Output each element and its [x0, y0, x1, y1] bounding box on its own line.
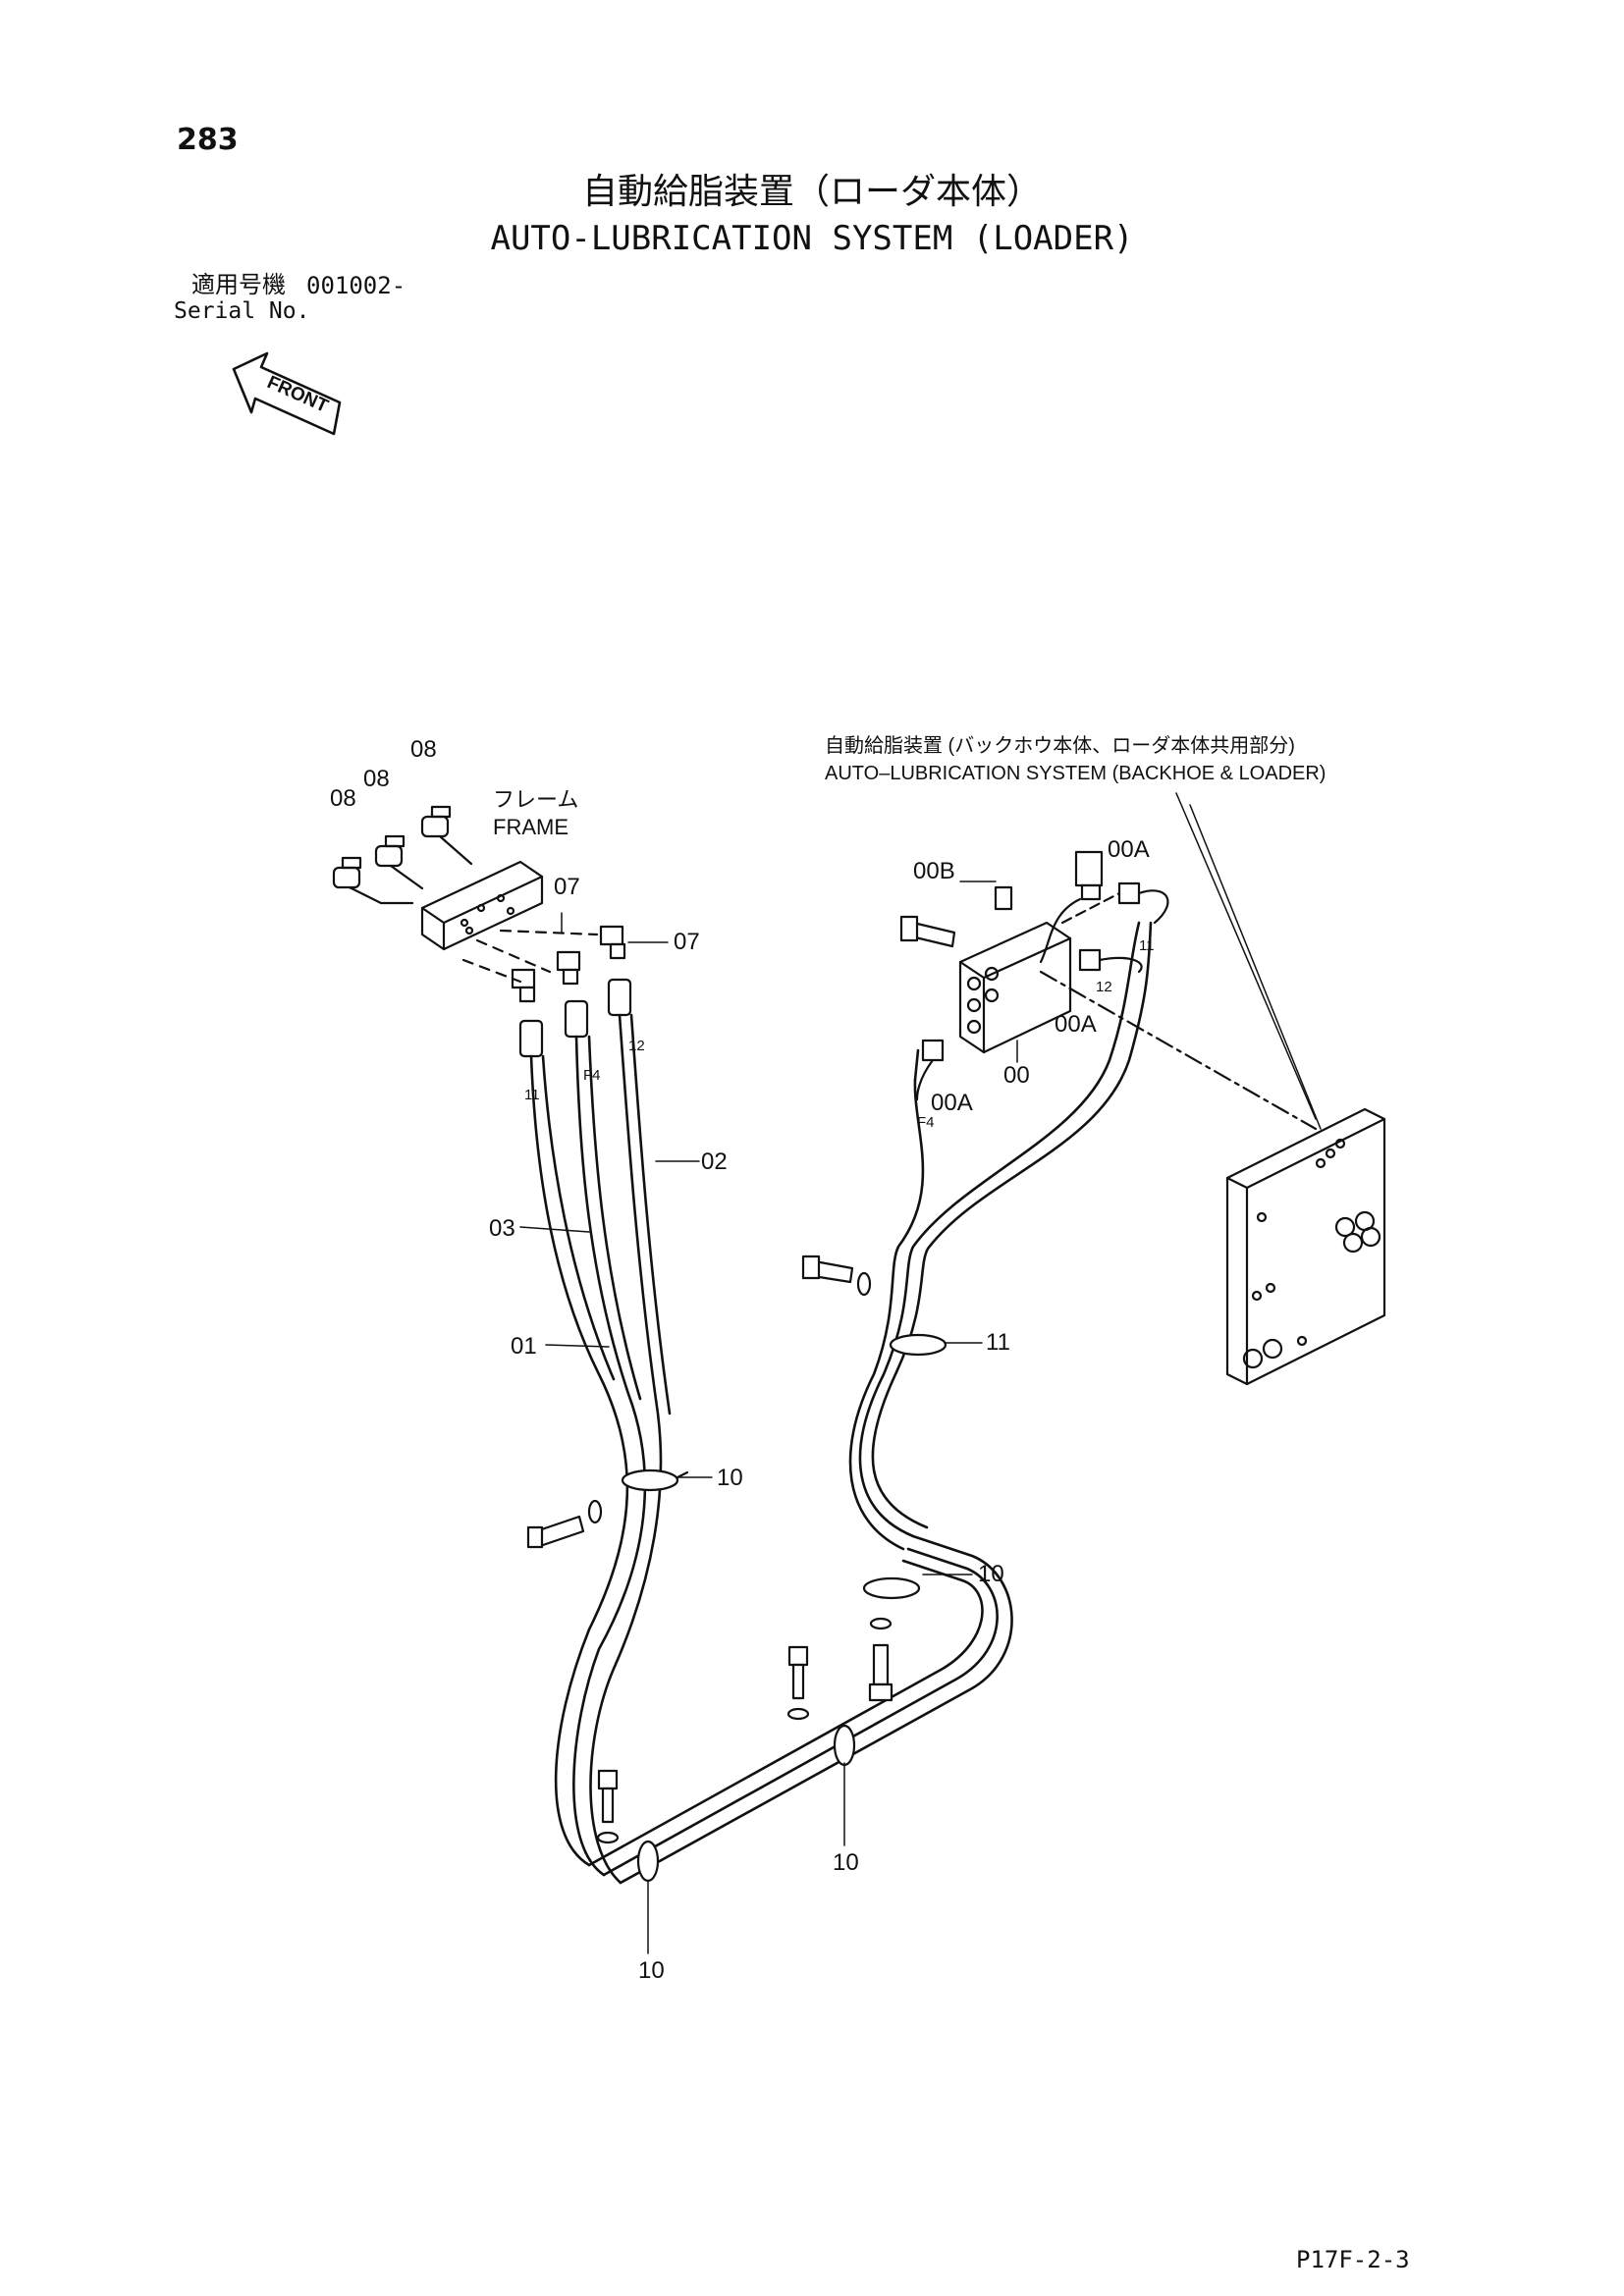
callout-10-right-clamp: 10 [978, 1561, 1004, 1587]
frame-label-english: FRAME [493, 815, 568, 839]
bolt-right [801, 1255, 872, 1297]
callout-10-left-clamp: 10 [717, 1465, 743, 1491]
page-number: 283 [177, 123, 239, 157]
left-hose-bundle [529, 1013, 672, 1885]
callout-01: 01 [511, 1333, 537, 1360]
bolt-bottom-1 [786, 1645, 810, 1721]
serial-number: 001002- [306, 272, 406, 299]
callout-11: 11 [986, 1329, 1010, 1356]
frame-label-japanese: フレーム [493, 787, 579, 812]
bottom-pipe [587, 1534, 1013, 1885]
title-english: AUTO-LUBRICATION SYSTEM (LOADER) [490, 219, 1134, 258]
footer-code: P17F-2-3 [1296, 2246, 1410, 2273]
bolt-bottom-2 [868, 1617, 893, 1702]
callout-00a-mid: 00A [1055, 1011, 1097, 1038]
elbow-07-b [556, 950, 581, 986]
callout-08-low: 08 [330, 785, 356, 812]
callout-00b: 00B [913, 858, 955, 884]
hose-tag-12-right: 12 [1096, 979, 1112, 995]
plug-08-a [420, 805, 473, 866]
callout-10-bottom-left: 10 [638, 1957, 665, 1984]
title-japanese: 自動給脂装置（ローダ本体） [581, 172, 1042, 212]
backhoe-note-japanese: 自動給脂装置 (バックホウ本体、ローダ本体共用部分) [825, 735, 1295, 757]
callout-08-mid: 08 [363, 766, 390, 792]
backhoe-note-english: AUTO–LUBRICATION SYSTEM (BACKHOE & LOADE… [825, 763, 1326, 784]
callout-00a-top: 00A [1108, 836, 1150, 863]
connector [1039, 850, 1104, 964]
elbow-07-a [599, 925, 626, 960]
front-arrow-icon: FRONT [232, 351, 342, 436]
serial-label-japanese: 適用号機 [191, 271, 286, 298]
hose-tag-12-left: 12 [628, 1038, 645, 1054]
hose-tag-f4-left: F4 [583, 1067, 601, 1084]
distributor-block [899, 885, 1072, 1054]
callout-10-bottom-mid: 10 [833, 1849, 859, 1876]
leader-lines [519, 792, 1322, 1954]
hose-tag-f4-right: F4 [917, 1114, 935, 1131]
mounting-plate [1225, 1107, 1386, 1386]
elbow-07-c [511, 968, 536, 1003]
clamp-10-left [621, 1468, 689, 1492]
callout-00: 00 [1003, 1062, 1030, 1089]
clamp-10-bottom-left [636, 1840, 660, 1883]
clamp-10-right [862, 1576, 921, 1600]
callout-00a-low: 00A [931, 1090, 973, 1116]
callout-07-upper: 07 [554, 874, 580, 900]
bolt-bottom-3 [596, 1769, 620, 1844]
callout-08-top: 08 [410, 736, 437, 763]
hose-tag-11-left: 11 [524, 1087, 540, 1103]
clamp-11 [889, 1333, 947, 1357]
callout-02: 02 [701, 1148, 728, 1175]
bolt-left [526, 1499, 603, 1549]
hose-tag-11-right: 11 [1139, 937, 1155, 954]
serial-label-english: Serial No. [174, 298, 310, 324]
plug-08-b [374, 834, 424, 890]
frame-block [420, 860, 544, 951]
callout-07-right: 07 [674, 929, 700, 955]
callout-03: 03 [489, 1215, 515, 1242]
clamp-10-bottom-mid [833, 1724, 856, 1767]
plug-08-c [332, 856, 414, 905]
